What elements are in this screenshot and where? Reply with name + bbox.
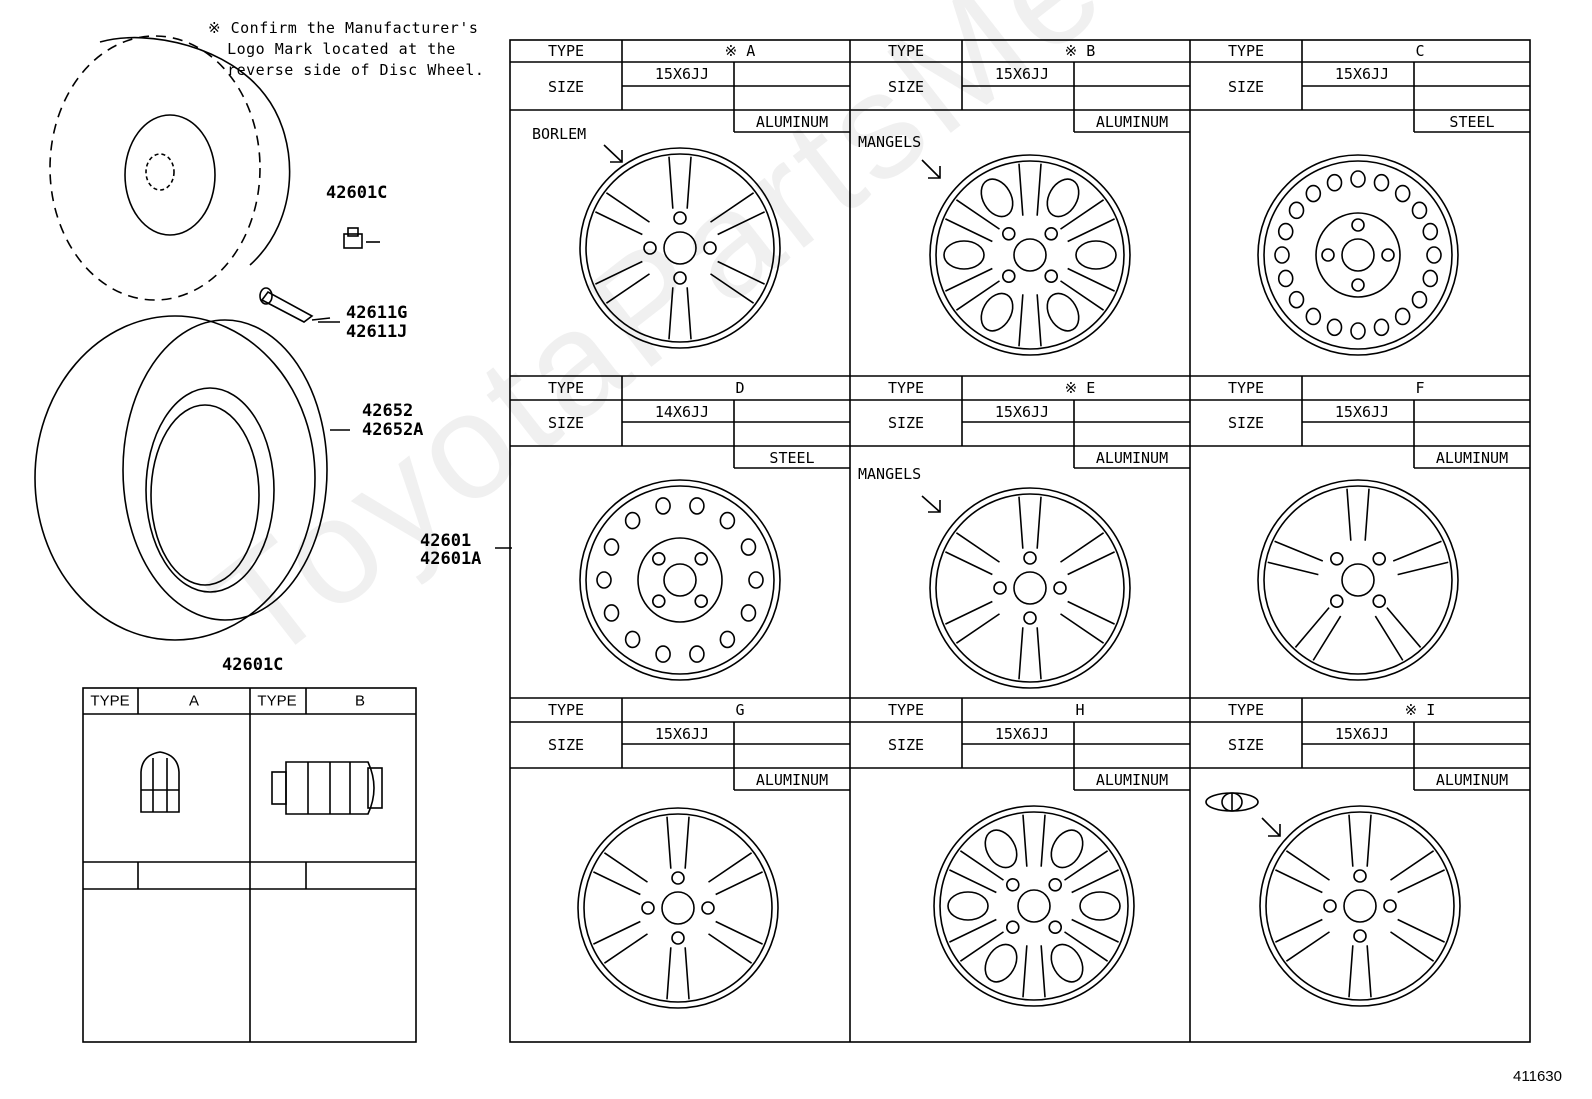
wheel-material-8: ALUMINUM [1435,771,1509,789]
note-line-1: ※ Confirm the Manufacturer's [208,19,479,37]
wheel-type-3: D [735,379,745,397]
wheel-type-4: ※ E [1064,379,1096,397]
note-line-2: Logo Mark located at the [227,40,456,58]
wheel-drawing-5 [1257,479,1459,681]
maker-arrows [603,144,1281,837]
wheel-material-3: STEEL [769,449,815,467]
wheel-maker-0: BORLEM [532,125,587,143]
wheel-type-label: TYPE [547,701,585,719]
wheel-size-label: SIZE [1227,78,1265,96]
wheel-size-5: 15X6JJ [1334,403,1390,421]
wheel-size-4: 15X6JJ [994,403,1050,421]
part-number-hub-nut[interactable]: 42601C [326,183,388,203]
nut-b-illustration [271,761,383,815]
wheel-material-4: ALUMINUM [1095,449,1169,467]
wheel-maker-1: MANGELS [858,133,922,151]
wheel-material-5: ALUMINUM [1435,449,1509,467]
wheel-material-6: ALUMINUM [755,771,829,789]
part-number-tire-1[interactable]: 42652 [362,401,414,421]
wheel-material-7: ALUMINUM [1095,771,1169,789]
wheel-size-8: 15X6JJ [1334,725,1390,743]
wheel-type-label: TYPE [547,42,585,60]
wheel-maker-4: MANGELS [858,465,922,483]
wheel-type-0: ※ A [724,42,756,60]
nut-a-illustration [140,751,180,813]
valve-illustration [259,287,331,323]
wheel-size-label: SIZE [547,78,585,96]
wheel-size-7: 15X6JJ [994,725,1050,743]
wheel-type-label: TYPE [887,701,925,719]
wheel-type-label: TYPE [1227,42,1265,60]
wheel-type-2: C [1415,42,1425,60]
wheel-table-grid [509,39,1531,1043]
wheel-size-2: 15X6JJ [1334,65,1390,83]
wheel-type-5: F [1415,379,1425,397]
wheel-size-label: SIZE [887,414,925,432]
wheel-material-1: ALUMINUM [1095,113,1169,131]
wheel-drawing-8 [1259,805,1461,1007]
wheel-drawing-0 [579,147,781,349]
wheel-drawing-3 [579,479,781,681]
logo-note: ※ Confirm the Manufacturer's Logo Mark l… [208,18,484,81]
wheel-size-6: 15X6JJ [654,725,710,743]
wheel-type-label: TYPE [1227,701,1265,719]
wheel-size-0: 15X6JJ [654,65,710,83]
wheel-type-6: G [735,701,745,719]
wheel-type-8: ※ I [1404,701,1436,719]
tire-illustration [34,315,328,641]
wheel-type-7: H [1075,701,1085,719]
hub-nut-illustration [343,227,363,249]
wheel-size-label: SIZE [547,414,585,432]
wheel-drawing-1 [929,154,1131,356]
wheel-drawing-7 [933,805,1135,1007]
wheel-size-label: SIZE [887,78,925,96]
wheel-size-label: SIZE [887,736,925,754]
wheel-material-2: STEEL [1449,113,1495,131]
nut-type-label-a: TYPE [90,692,130,710]
nut-type-a: A [188,692,200,710]
part-number-wheel-1[interactable]: 42601 [420,531,472,551]
part-number-nut-table[interactable]: 42601C [222,655,284,675]
nut-type-b: B [354,692,366,710]
wheel-type-label: TYPE [887,379,925,397]
wheel-type-label: TYPE [887,42,925,60]
wheel-type-label: TYPE [1227,379,1265,397]
wheel-type-1: ※ B [1064,42,1096,60]
wheel-size-label: SIZE [547,736,585,754]
note-line-3: reverse side of Disc Wheel. [227,61,485,79]
nut-type-label-b: TYPE [257,692,297,710]
part-number-wheel-2[interactable]: 42601A [420,549,482,569]
part-number-valve-1[interactable]: 42611G [346,303,408,323]
part-number-valve-2[interactable]: 42611J [346,322,408,342]
wheel-size-label: SIZE [1227,414,1265,432]
part-number-tire-2[interactable]: 42652A [362,420,424,440]
wheel-material-0: ALUMINUM [755,113,829,131]
wheel-drawing-6 [577,807,779,1009]
wheel-size-3: 14X6JJ [654,403,710,421]
nut-table-grid [82,687,417,1043]
wheel-drawing-2 [1257,154,1459,356]
wheel-drawing-4 [929,487,1131,689]
disc-wheel-illustration [49,35,291,301]
wheel-type-label: TYPE [547,379,585,397]
diagram-number: 411630 [1513,1068,1562,1085]
wheel-size-label: SIZE [1227,736,1265,754]
wheel-size-1: 15X6JJ [994,65,1050,83]
toyota-logo-icon [1205,792,1259,812]
